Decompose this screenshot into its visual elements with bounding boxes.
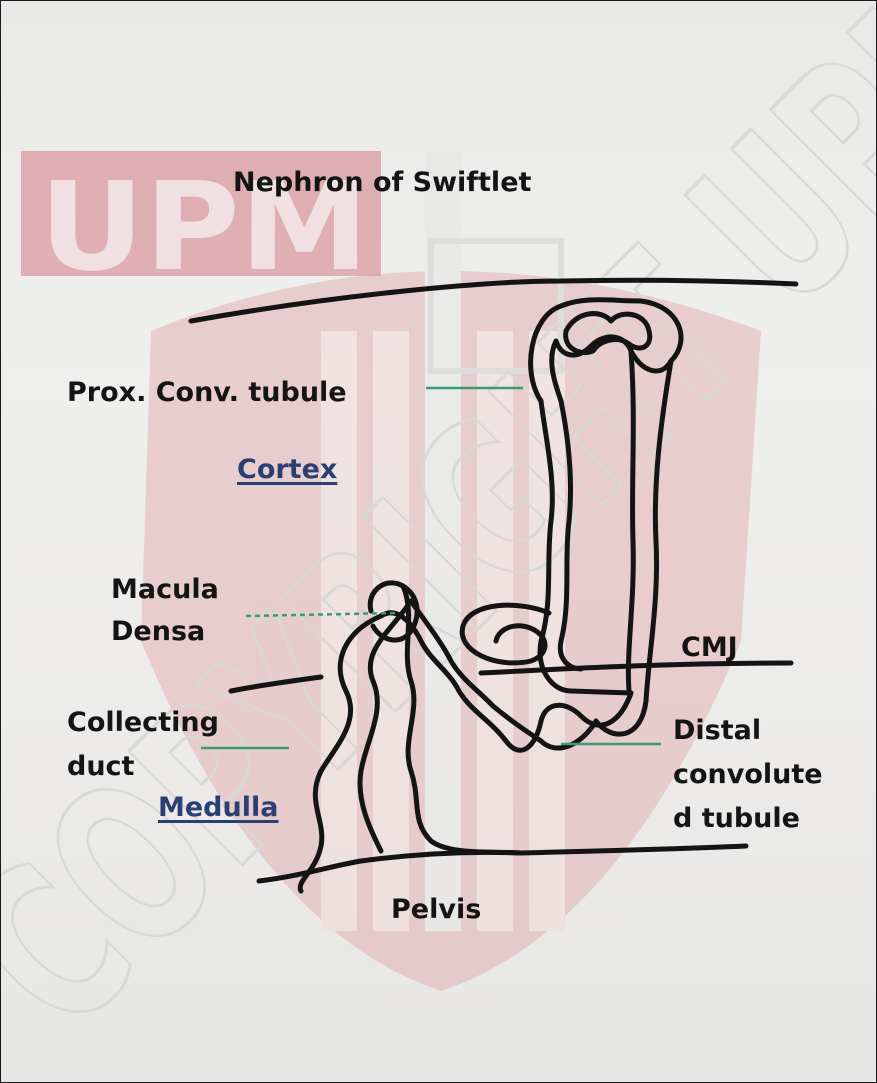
- label-collecting-line1: Collecting: [67, 701, 219, 745]
- diagram-title: Nephron of Swiftlet: [233, 166, 531, 200]
- label-medulla: Medulla: [158, 791, 278, 825]
- leader-macula: [246, 613, 396, 616]
- label-distal-tubule: Distal convolute d tubule: [673, 709, 823, 841]
- glomerulus: [566, 314, 650, 353]
- lower-convolutions-inner: [411, 601, 596, 748]
- cmj-line: [481, 663, 791, 673]
- lower-convolutions: [381, 613, 631, 750]
- tubule-loop: [462, 605, 549, 663]
- label-macula-line2: Densa: [111, 611, 219, 653]
- label-cmj: CMJ: [681, 631, 738, 665]
- label-distal-line1: Distal: [673, 709, 823, 753]
- cortex-boundary-line: [191, 280, 796, 321]
- label-macula-densa: Macula Densa: [111, 569, 219, 653]
- collecting-boundary-line: [231, 677, 321, 691]
- label-distal-line3: d tubule: [673, 797, 823, 841]
- label-distal-line2: convolute: [673, 753, 823, 797]
- medulla-boundary-line: [259, 846, 746, 881]
- label-pelvis: Pelvis: [391, 893, 481, 927]
- label-collecting-line2: duct: [67, 745, 219, 789]
- collecting-duct-left: [300, 616, 381, 891]
- label-macula-line1: Macula: [111, 569, 219, 611]
- label-proximal-tubule: Prox. Conv. tubule: [67, 376, 347, 410]
- proximal-tubule-outer: [540, 401, 631, 693]
- label-cortex: Cortex: [237, 453, 337, 487]
- distal-limb-inner: [628, 351, 633, 691]
- proximal-tubule-inner: [560, 401, 581, 669]
- label-collecting-duct: Collecting duct: [67, 701, 219, 789]
